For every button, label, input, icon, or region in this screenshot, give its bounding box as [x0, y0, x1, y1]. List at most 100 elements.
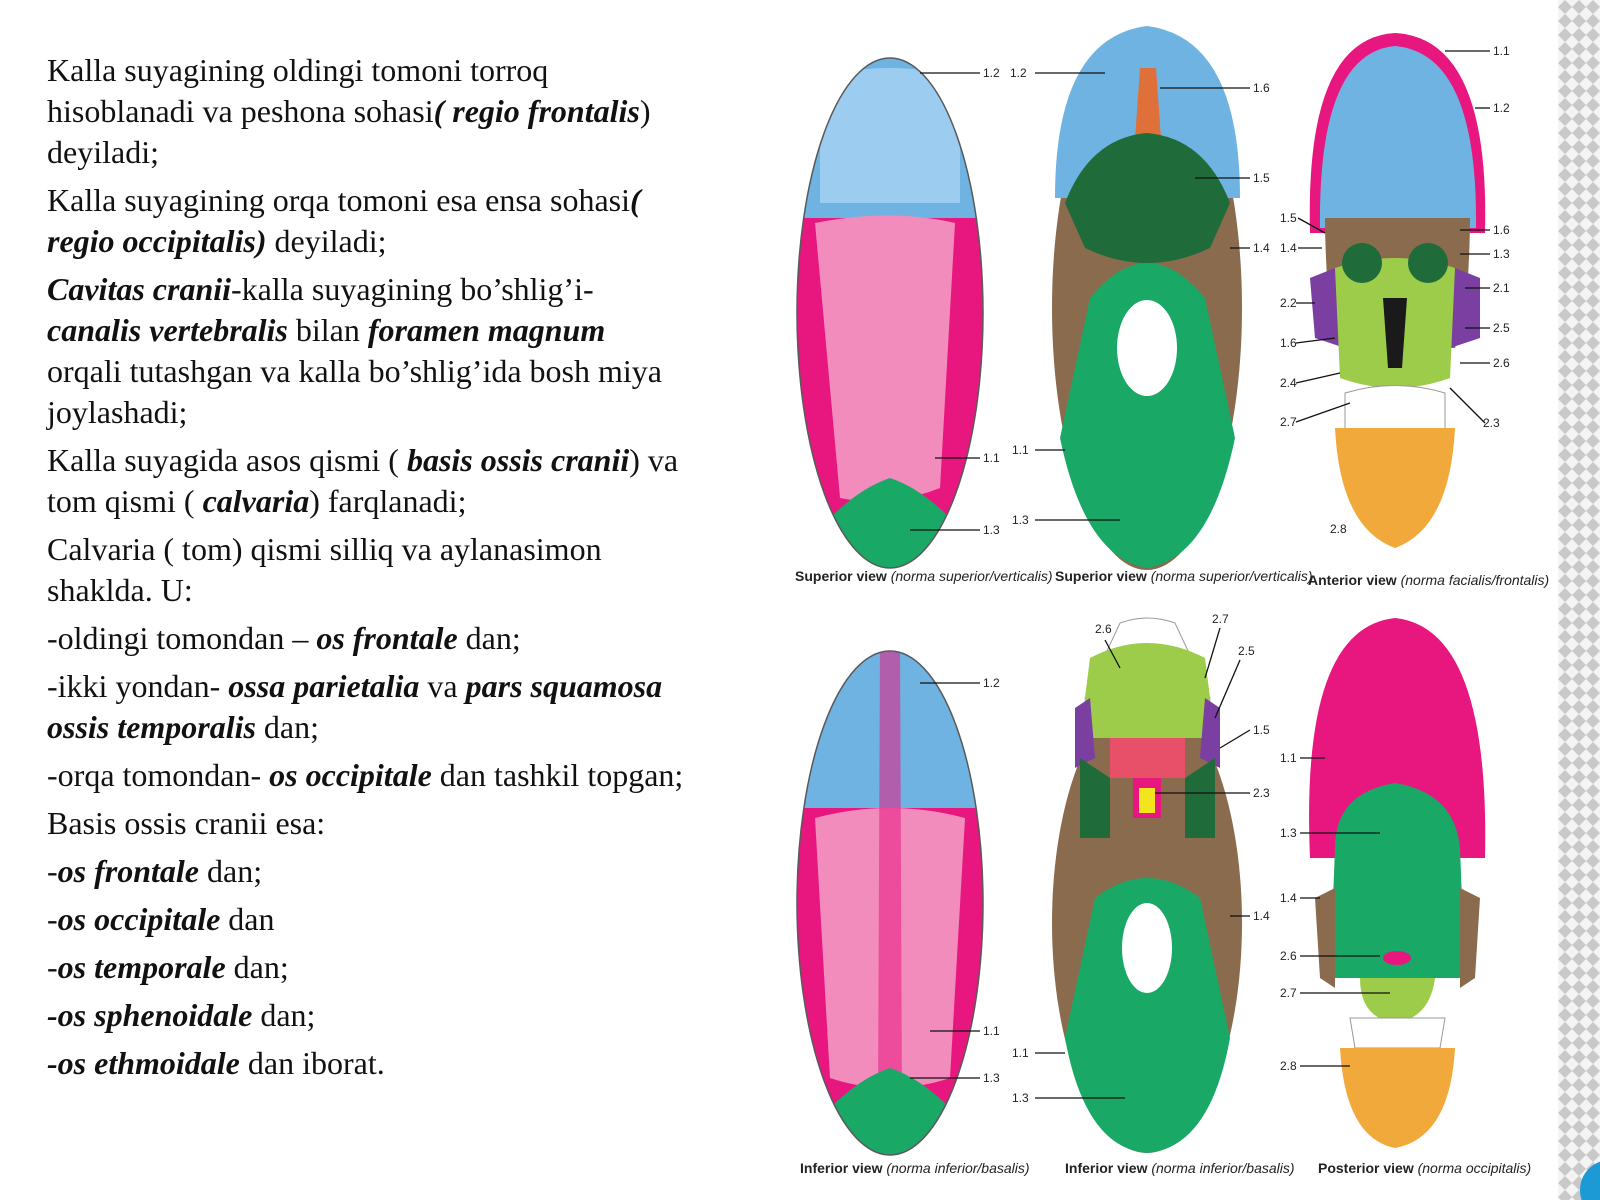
latin-term: os frontale: [57, 853, 199, 889]
text-run: dan;: [225, 949, 289, 985]
caption-superior-1: Superior view (norma superior/verticalis…: [795, 568, 1053, 584]
latin-term: ( regio occipitalis): [47, 182, 641, 259]
label: 2.8: [1280, 1059, 1297, 1073]
label: 1.3: [1280, 826, 1297, 840]
caption-inferior-1: Inferior view (norma inferior/basalis): [800, 1160, 1030, 1176]
label: 2.8: [1330, 522, 1347, 536]
caption-posterior: Posterior view (norma occipitalis): [1318, 1160, 1531, 1176]
text-run: dan;: [255, 709, 320, 745]
skull-views-figure: 1.2 1.1 1.3 Superior view (norma superio…: [790, 18, 1550, 1200]
label: 1.4: [1253, 241, 1270, 255]
skull-superior-view-1: 1.2 1.1 1.3 Superior view (norma superio…: [795, 57, 1053, 584]
latin-term: calvaria: [202, 483, 310, 519]
caption-anterior: Anterior view (norma facialis/frontalis): [1308, 572, 1549, 588]
label: 1.3: [1012, 1091, 1029, 1105]
label: 1.1: [1493, 44, 1510, 58]
latin-term: canalis vertebralis: [47, 312, 288, 348]
skull-inferior-view-1: 1.2 1.1 1.3 Inferior view (norma inferio…: [796, 650, 1030, 1176]
text-run: dan;: [199, 853, 263, 889]
text-run: -: [47, 901, 58, 937]
text-run: bilan: [287, 312, 368, 348]
label: 1.2: [1010, 66, 1027, 80]
text-run: dan tashkil topgan;: [431, 757, 684, 793]
caption-inferior-2: Inferior view (norma inferior/basalis): [1065, 1160, 1295, 1176]
latin-term: -os ethmoidale: [47, 1045, 240, 1081]
label: 2.2: [1280, 296, 1297, 310]
label: 2.6: [1095, 622, 1112, 636]
text-paragraph: Cavitas cranii-kalla suyagining bo’shlig…: [47, 269, 687, 433]
text-run: dan;: [252, 997, 316, 1033]
label: 2.4: [1280, 376, 1297, 390]
label: 1.3: [983, 523, 1000, 537]
text-run: ) farqlanadi;: [309, 483, 467, 519]
text-run: -orqa tomondan-: [47, 757, 270, 793]
text-paragraph: Basis ossis cranii esa:: [47, 803, 687, 844]
label: 1.4: [1280, 241, 1297, 255]
latin-term: os occipitale: [57, 901, 221, 937]
latin-term: ( regio frontalis: [433, 93, 640, 129]
label: 1.6: [1280, 336, 1297, 350]
text-paragraph: Kalla suyagida asos qismi ( basis ossis …: [47, 440, 687, 522]
text-run: dan iborat.: [239, 1045, 385, 1081]
latin-term: os frontale: [316, 620, 458, 656]
label: 1.1: [983, 1024, 1000, 1038]
text-run: ) va tom qismi (: [47, 442, 679, 519]
text-run: -kalla suyagining bo’shlig’i-: [231, 271, 594, 307]
latin-term: os temporale: [57, 949, 226, 985]
label: 1.4: [1280, 891, 1297, 905]
text-paragraph: -os sphenoidale dan;: [47, 995, 687, 1036]
latin-term: foramen magnum: [367, 312, 606, 348]
text-paragraph: -orqa tomondan- os occipitale dan tashki…: [47, 755, 687, 796]
label: 1.3: [983, 1071, 1000, 1085]
label: 1.4: [1253, 909, 1270, 923]
decorative-edge-pattern: [1558, 0, 1600, 1200]
skull-posterior-view: 1.1 1.3 1.4 2.6 2.7 2.8 Posterior view (…: [1280, 618, 1531, 1176]
text-run: ) deyiladi;: [47, 93, 651, 170]
text-run: -: [47, 853, 58, 889]
label: 1.2: [983, 66, 1000, 80]
label: 2.7: [1212, 612, 1229, 626]
latin-term: Cavitas cranii: [47, 271, 232, 307]
lecture-text: Kalla suyagining oldingi tomoni torroq h…: [47, 50, 687, 1091]
label: 1.5: [1253, 171, 1270, 185]
text-paragraph: -ikki yondan- ossa parietalia va pars sq…: [47, 666, 687, 748]
latin-term: os occipitale: [269, 757, 432, 793]
label: 2.3: [1483, 416, 1500, 430]
text-run: Kalla suyagining orqa tomoni esa ensa so…: [47, 182, 630, 218]
label: 2.7: [1280, 986, 1297, 1000]
latin-term: -os sphenoidale: [47, 997, 253, 1033]
latin-term: pars squamosa ossis temporalis: [47, 668, 663, 745]
text-paragraph: Kalla suyagining orqa tomoni esa ensa so…: [47, 180, 687, 262]
label: 2.1: [1493, 281, 1510, 295]
label: 1.1: [1280, 751, 1297, 765]
label: 2.3: [1253, 786, 1270, 800]
text-paragraph: -os temporale dan;: [47, 947, 687, 988]
label: 1.2: [983, 676, 1000, 690]
label: 1.3: [1493, 247, 1510, 261]
text-run: Calvaria ( tom) qismi silliq va aylanasi…: [47, 531, 602, 608]
text-paragraph: Kalla suyagining oldingi tomoni torroq h…: [47, 50, 687, 173]
text-run: dan: [220, 901, 275, 937]
label: 2.6: [1493, 356, 1510, 370]
label: 1.1: [1012, 1046, 1029, 1060]
text-run: -ikki yondan-: [47, 668, 229, 704]
skull-anterior-view: 1.1 1.2 1.5 1.4 1.6 1.3 2.2 2.1 1.6 2.5 …: [1280, 33, 1549, 588]
latin-term: ossa parietalia: [228, 668, 420, 704]
label: 1.5: [1280, 211, 1297, 225]
caption-superior-2: Superior view (norma superior/verticalis…: [1055, 568, 1313, 584]
text-paragraph: Calvaria ( tom) qismi silliq va aylanasi…: [47, 529, 687, 611]
label: 1.3: [1012, 513, 1029, 527]
text-run: orqali tutashgan va kalla bo’shlig’ida b…: [47, 353, 662, 430]
label: 2.6: [1280, 949, 1297, 963]
text-run: Basis ossis cranii esa:: [47, 805, 326, 841]
label: 1.2: [1493, 101, 1510, 115]
label: 1.5: [1253, 723, 1270, 737]
text-paragraph: -oldingi tomondan – os frontale dan;: [47, 618, 687, 659]
label: 1.1: [983, 451, 1000, 465]
label: 2.7: [1280, 415, 1297, 429]
text-paragraph: -os ethmoidale dan iborat.: [47, 1043, 687, 1084]
text-run: -oldingi tomondan –: [47, 620, 317, 656]
latin-term: basis ossis cranii: [406, 442, 630, 478]
skull-superior-view-2: 1.2 1.6 1.5 1.4 1.1 1.3 Superior view (n…: [1010, 26, 1313, 584]
label: 2.5: [1238, 644, 1255, 658]
